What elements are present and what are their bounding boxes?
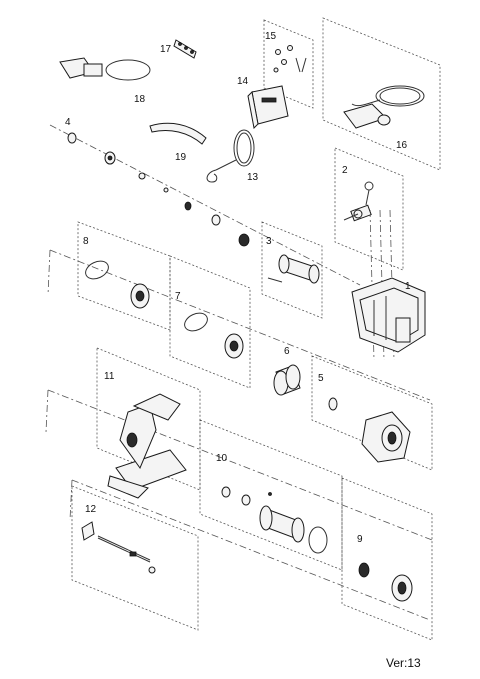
callout-11: 11 [104,371,115,382]
oring-part-7 [184,312,208,332]
gear-housing-part [328,397,411,463]
callout-16: 16 [396,140,408,151]
callout-3: 3 [266,236,272,247]
drum-part [221,486,328,554]
strap-part [149,122,207,145]
callout-6: 6 [284,346,290,357]
bolt-rod-part [81,521,156,574]
callout-10: 10 [216,453,228,464]
version-label: Ver:13 [386,656,421,670]
motor-housing-part [351,277,426,353]
callout-15: 15 [265,31,277,42]
callout-14: 14 [237,76,249,87]
hook-cable-part [206,129,255,183]
callout-9: 9 [357,534,363,545]
terminal-block-part [173,39,197,59]
frame-bracket-part [107,393,187,499]
remote-cable-part [59,57,151,81]
shaft-parts [67,132,250,247]
switch-cable-part [343,85,425,129]
callout-13: 13 [247,172,259,183]
callout-2: 2 [342,165,348,176]
oring-part-8 [85,260,109,280]
callout-12: 12 [85,504,97,515]
callout-17: 17 [160,44,172,55]
planetary-gear-part [358,562,413,602]
cylinder-part [267,254,320,284]
mounting-bracket-part [247,85,289,130]
group-boxes [71,17,441,641]
callout-7: 7 [175,291,181,302]
callout-8: 8 [83,236,89,247]
screws-part [273,45,307,73]
callout-5: 5 [318,373,324,384]
ring-collar-part [273,364,301,396]
switch-assembly-part [343,181,374,222]
callout-labels: 1 2 3 4 5 6 7 8 9 10 11 12 13 14 15 16 1… [65,31,411,545]
callout-18: 18 [134,94,146,105]
callout-4: 4 [65,117,71,128]
callout-1: 1 [405,281,411,292]
callout-19: 19 [175,152,187,163]
gear-part-7 [224,333,244,359]
gear-part-8 [130,283,150,309]
